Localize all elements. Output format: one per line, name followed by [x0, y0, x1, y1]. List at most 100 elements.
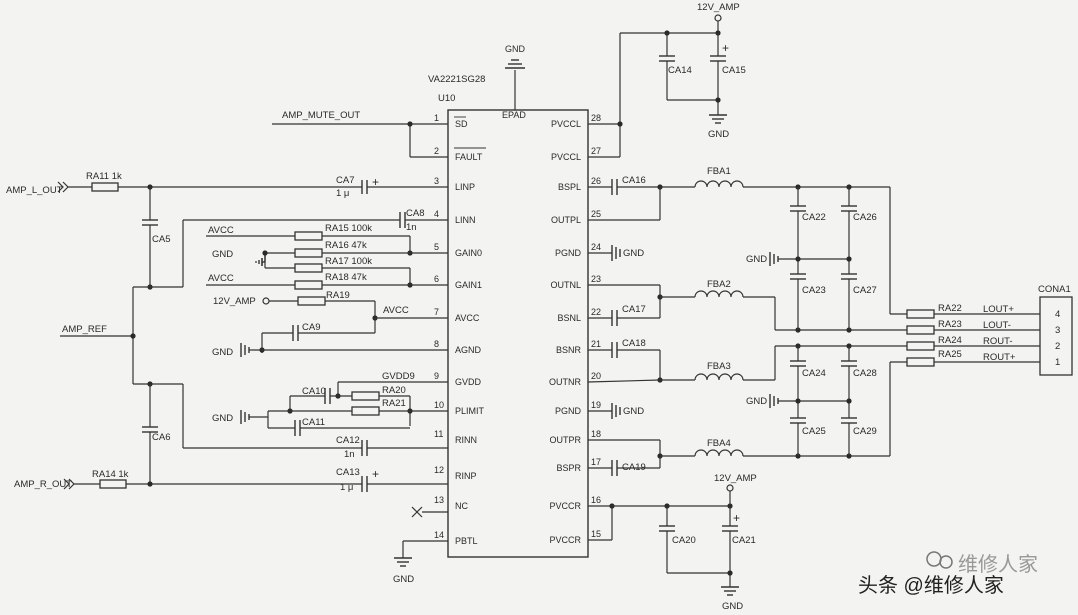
- ca27-label: CA27: [853, 285, 877, 296]
- right-pin-name: PVCCL: [551, 119, 581, 129]
- net-gnd-rfilter: GND: [746, 396, 767, 407]
- left-pin-name: SD: [455, 119, 468, 129]
- net-gnd-pgnd-24: GND: [623, 248, 644, 259]
- chip-body: [447, 109, 589, 558]
- ca29-label: CA29: [853, 426, 877, 437]
- net-gnd-3: GND: [212, 413, 233, 424]
- right-pin-number: 20: [591, 371, 601, 381]
- ca6-label: CA6: [152, 432, 170, 443]
- epad-gnd-label: GND: [505, 44, 526, 54]
- right-pin-number: 16: [591, 495, 601, 505]
- right-pin-name: PVCCR: [549, 501, 581, 511]
- right-pin-number: 25: [591, 209, 601, 219]
- right-pin-number: 15: [591, 529, 601, 539]
- svg-text:+: +: [722, 41, 729, 55]
- net-gnd-pvccl: GND: [708, 129, 729, 140]
- net-gnd-lfilter: GND: [746, 254, 767, 265]
- ca28-label: CA28: [853, 368, 877, 379]
- left-pin-number: 14: [434, 530, 444, 540]
- ca25-label: CA25: [802, 426, 826, 437]
- svg-text:+: +: [372, 175, 379, 189]
- connector-pin-number: 4: [1055, 309, 1060, 320]
- net-amp-l-out: AMP_L_OUT: [6, 185, 63, 196]
- left-pin-name: GAIN1: [455, 280, 482, 290]
- ca13-label: CA13: [336, 467, 360, 478]
- chip-left-pins: 1SD2FAULT3LINP4LINN5GAIN06GAIN17AVCC8AGN…: [434, 113, 485, 546]
- left-pin-name: AGND: [455, 345, 482, 355]
- ca15-label: CA15: [722, 65, 746, 76]
- connector-signal: ROUT-: [983, 336, 1013, 347]
- connector-cona1: [1039, 296, 1073, 376]
- left-pin-number: 6: [434, 274, 439, 284]
- right-pin-name: PGND: [555, 406, 582, 416]
- left-pin-name: GVDD: [455, 377, 482, 387]
- ra20-label: RA20: [382, 385, 406, 396]
- chip-right-pins: 28PVCCL27PVCCL26BSPL25OUTPL24PGND23OUTNL…: [549, 113, 601, 545]
- right-pin-number: 27: [591, 146, 601, 156]
- right-pin-name: PGND: [555, 248, 582, 258]
- left-pin-name: RINP: [455, 471, 477, 481]
- left-pin-number: 11: [434, 429, 443, 439]
- connector-pin-number: 3: [1055, 325, 1060, 336]
- chip-ref: U10: [438, 93, 455, 104]
- ra14-label: RA14 1k: [92, 469, 129, 480]
- net-gnd-pvccr: GND: [722, 601, 743, 612]
- right-pin-number: 21: [591, 339, 601, 349]
- right-pin-name: BSPL: [558, 182, 581, 192]
- ca8-label: CA8: [406, 208, 424, 219]
- ca9-label: CA9: [302, 322, 320, 333]
- net-avcc-2: AVCC: [208, 273, 234, 284]
- left-pin-name: AVCC: [455, 313, 480, 323]
- ca26-label: CA26: [853, 212, 877, 223]
- ca17-label: CA17: [622, 304, 646, 315]
- ca8-value: 1n: [406, 222, 417, 233]
- ra21-label: RA21: [382, 398, 406, 409]
- left-pin-number: 13: [434, 495, 444, 505]
- watermark: 维修人家 头条 @维修人家: [858, 551, 1038, 597]
- ra23-label: RA23: [938, 319, 962, 330]
- connector-signal: LOUT-: [983, 320, 1011, 331]
- right-pin-name: PVCCL: [551, 152, 581, 162]
- chip-u10: VA2221SG28 U10 EPAD GND: [428, 44, 589, 558]
- ca22-label: CA22: [802, 212, 826, 223]
- left-pin-number: 8: [434, 339, 439, 349]
- watermark-logo-text: 维修人家: [958, 553, 1038, 576]
- ra24-label: RA24: [938, 335, 962, 346]
- net-amp-r-out: AMP_R_OUT: [14, 479, 72, 490]
- ra22-label: RA22: [938, 303, 962, 314]
- connector-pin-number: 2: [1055, 341, 1060, 352]
- left-pin-number: 5: [434, 242, 439, 252]
- ca23-label: CA23: [802, 285, 826, 296]
- net-avcc-3: AVCC: [383, 305, 409, 316]
- ca10-label: CA10: [302, 386, 326, 397]
- chip-epad-label: EPAD: [502, 110, 526, 120]
- right-pin-name: PVCCR: [549, 535, 581, 545]
- right-pin-number: 18: [591, 429, 601, 439]
- net-gnd-2: GND: [212, 347, 233, 358]
- ca11-label: CA11: [302, 417, 325, 428]
- net-gnd-pbtl: GND: [393, 574, 414, 585]
- ca13-value: 1 μ: [340, 482, 353, 493]
- net-amp-mute-out: AMP_MUTE_OUT: [282, 110, 360, 121]
- left-pin-number: 12: [434, 465, 444, 475]
- net-gvdd9: GVDD9: [382, 371, 415, 382]
- net-gnd-1: GND: [212, 249, 233, 260]
- left-pin-name: GAIN0: [455, 248, 482, 258]
- left-pin-name: FAULT: [455, 152, 483, 162]
- left-pin-number: 4: [434, 209, 439, 219]
- net-avcc-1: AVCC: [208, 225, 234, 236]
- fba4-label: FBA4: [707, 438, 731, 449]
- ca12-label: CA12: [336, 435, 360, 446]
- connector-ref: CONA1: [1038, 284, 1071, 295]
- ca5-label: CA5: [152, 234, 170, 245]
- ca20-label: CA20: [672, 535, 696, 546]
- right-pin-name: OUTPR: [550, 435, 582, 445]
- left-pin-name: LINN: [455, 215, 476, 225]
- right-pin-number: 22: [591, 307, 601, 317]
- ra15-label: RA15 100k: [325, 223, 372, 234]
- ra11-label: RA11 1k: [86, 171, 122, 182]
- right-pin-name: BSNL: [557, 313, 581, 323]
- ra25-label: RA25: [938, 349, 962, 360]
- ra16-label: RA16 47k: [325, 240, 367, 251]
- ca7-value: 1 μ: [336, 188, 349, 199]
